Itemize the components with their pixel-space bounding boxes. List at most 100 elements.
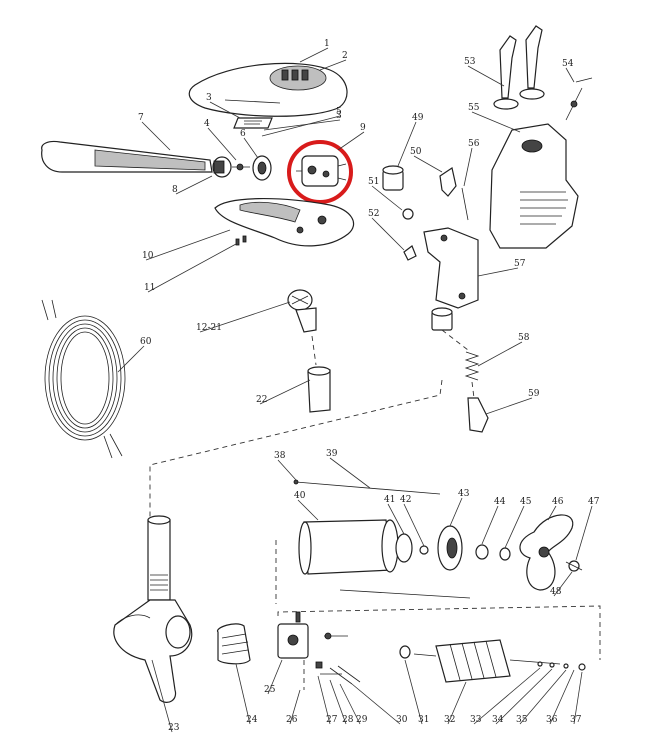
part-31-washer — [399, 645, 411, 659]
part-label-51: 51 — [368, 177, 379, 187]
leader-line-12-21 — [199, 301, 291, 333]
leader-line-51 — [371, 185, 403, 211]
part-55-clamp-bracket — [489, 123, 579, 249]
leader-line-30 — [351, 683, 401, 725]
leader-line-50 — [413, 155, 443, 173]
leader-line-60 — [117, 345, 145, 373]
leader-line-43 — [449, 497, 463, 527]
leader-line-4 — [207, 127, 237, 161]
leader-line-35 — [519, 669, 567, 725]
leader-line-56 — [463, 147, 473, 187]
part-label-50: 50 — [410, 147, 422, 157]
leader-line-26 — [289, 689, 301, 725]
part-label-35: 35 — [516, 715, 528, 725]
part-60-power-cable — [41, 299, 126, 459]
part-22-shaft-tube — [307, 366, 331, 413]
part-label-56: 56 — [468, 139, 480, 149]
part-label-33: 33 — [470, 715, 482, 725]
part-label-37: 37 — [570, 715, 582, 725]
leader-line-29 — [339, 683, 361, 725]
part-label-59: 59 — [528, 389, 540, 399]
part-label-40: 40 — [294, 491, 306, 501]
leader-line-32 — [447, 681, 467, 725]
leader-line-7 — [141, 121, 171, 151]
part-7-tiller-handle — [41, 140, 213, 173]
part-label-7: 7 — [138, 113, 144, 123]
leader-line-11 — [147, 243, 237, 293]
part-label-24: 24 — [246, 715, 258, 725]
part-12-21-shaft-coupler — [287, 289, 317, 333]
part-58-spring — [464, 351, 480, 381]
part-41-o-ring — [395, 533, 413, 563]
lower-shaft — [147, 515, 171, 601]
part-53-clamp-screws — [493, 25, 545, 110]
leader-line-31 — [404, 659, 423, 725]
part-59-hook-lever — [467, 397, 489, 433]
part-label-43: 43 — [458, 489, 470, 499]
leader-line-25 — [267, 659, 283, 695]
part-label-4: 4 — [204, 119, 210, 129]
part-label-38: 38 — [274, 451, 286, 461]
part-label-49: 49 — [412, 113, 424, 123]
part-51-nut — [402, 208, 414, 220]
leader-line-42 — [403, 503, 425, 547]
parts-27-30-screws — [315, 632, 361, 685]
leader-line-28 — [329, 679, 347, 725]
leader-line-58 — [477, 341, 523, 367]
part-46-propeller — [519, 514, 574, 591]
leader-line-39 — [329, 457, 371, 489]
leader-line-53 — [467, 65, 505, 87]
part-3-label-plate — [233, 117, 273, 129]
part-label-10: 10 — [142, 251, 154, 261]
leader-line-47 — [575, 505, 593, 561]
part-56-rod — [461, 187, 469, 221]
part-8-handle-collar — [212, 156, 232, 178]
part-label-34: 34 — [492, 715, 504, 725]
leader-line-40 — [297, 499, 319, 521]
part-label-42: 42 — [400, 495, 411, 505]
part-label-22: 22 — [256, 395, 267, 405]
part-1-head-cover — [188, 62, 348, 117]
leader-line-10 — [145, 229, 231, 261]
leader-line-34 — [495, 668, 553, 725]
part-label-55: 55 — [468, 103, 480, 113]
leader-line-2 — [319, 59, 347, 71]
leader-line-55 — [471, 111, 521, 133]
leader-line-37 — [573, 671, 583, 725]
leader-line-23 — [151, 659, 173, 733]
part-label-41: 41 — [384, 495, 395, 505]
part-label-54: 54 — [562, 59, 574, 69]
part-6-gear — [252, 155, 272, 181]
part-label-60: 60 — [140, 337, 152, 347]
leader-line-3 — [263, 119, 341, 131]
leader-line-45 — [504, 505, 525, 549]
part-54-pin — [565, 77, 593, 121]
part-label-27: 27 — [326, 715, 338, 725]
part-label-47: 47 — [588, 497, 600, 507]
leader-line-41 — [387, 503, 405, 535]
parts-33-37-washers — [537, 661, 586, 671]
part-label-2: 2 — [342, 51, 348, 61]
part-4-5-bolt — [232, 163, 250, 171]
leader-line-54 — [565, 67, 575, 83]
part-label-5: 5 — [336, 107, 342, 117]
leader-line-5 — [261, 115, 341, 137]
leader-line-48 — [553, 571, 573, 597]
leader-line-57 — [477, 267, 519, 277]
leader-line-49 — [397, 121, 417, 167]
leader-line-52 — [371, 217, 405, 251]
part-label-31: 31 — [418, 715, 429, 725]
part-label-11: 11 — [144, 283, 155, 293]
part-25-brush-holder — [277, 611, 309, 659]
part-label-1: 1 — [324, 39, 330, 49]
part-label-48: 48 — [550, 587, 562, 597]
part-23-skeg-housing — [113, 599, 193, 703]
part-collar — [431, 307, 453, 331]
part-label-36: 36 — [546, 715, 558, 725]
part-label-46: 46 — [552, 497, 564, 507]
part-label-12-21: 12-21 — [196, 323, 222, 333]
part-label-45: 45 — [520, 497, 532, 507]
part-label-23: 23 — [168, 723, 180, 733]
